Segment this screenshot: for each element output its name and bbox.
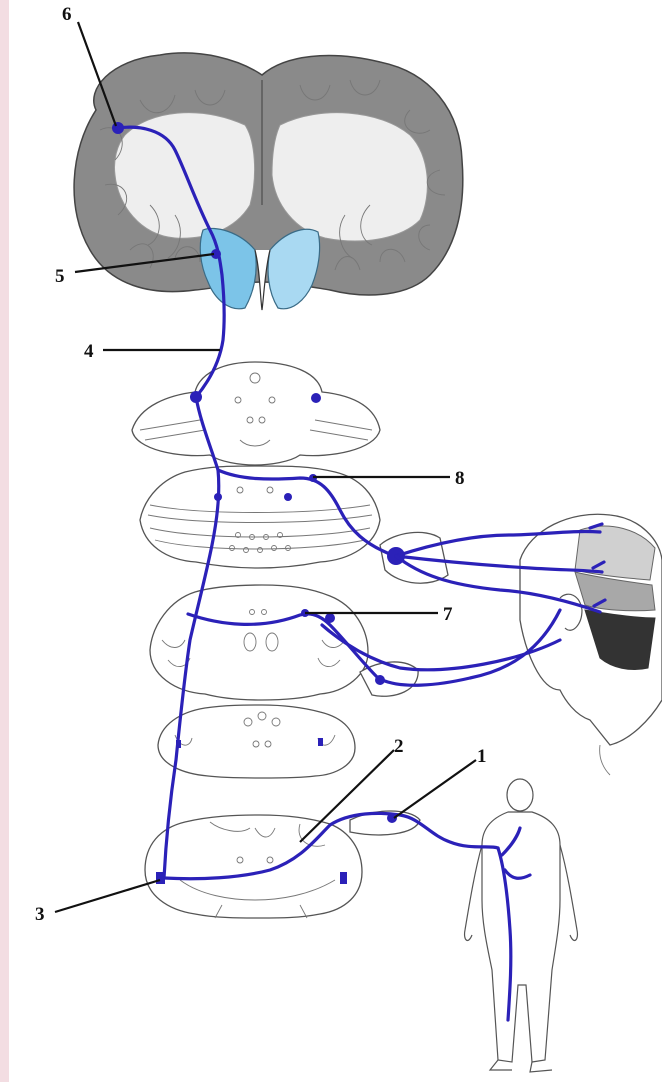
body-torso [482, 812, 560, 1062]
body-feet [490, 1060, 552, 1072]
white-matter-right [272, 113, 427, 241]
lower-medulla-nucleus-right [318, 738, 323, 746]
midbrain-nucleus-right [311, 393, 321, 403]
label-2: 2 [394, 736, 404, 757]
label-8: 8 [455, 468, 465, 489]
pons-nucleus [284, 493, 292, 501]
spinal-cord-section [145, 815, 362, 918]
lower-medulla-section [158, 705, 355, 778]
medulla-section [150, 585, 368, 700]
midbrain-section [132, 362, 380, 465]
label-3: 3 [35, 904, 45, 925]
lower-ganglion-neuron [375, 675, 385, 685]
cortical-neuron [112, 122, 124, 134]
lemniscus-node-midbrain [190, 391, 202, 403]
label-6: 6 [62, 4, 72, 25]
body-left-arm [465, 845, 482, 940]
lemniscus-node-pons [214, 493, 222, 501]
label-7: 7 [443, 604, 453, 625]
brain-coronal-section [74, 53, 463, 310]
body-right-arm [560, 845, 577, 940]
label-5: 5 [55, 266, 65, 287]
label-4: 4 [84, 341, 94, 362]
label-1: 1 [477, 746, 487, 767]
head-outline [520, 514, 662, 775]
spinal-nucleus-right [340, 872, 347, 884]
spinal-crossing-node [156, 872, 165, 884]
human-body-figure [465, 779, 578, 1072]
body-head [507, 779, 533, 811]
